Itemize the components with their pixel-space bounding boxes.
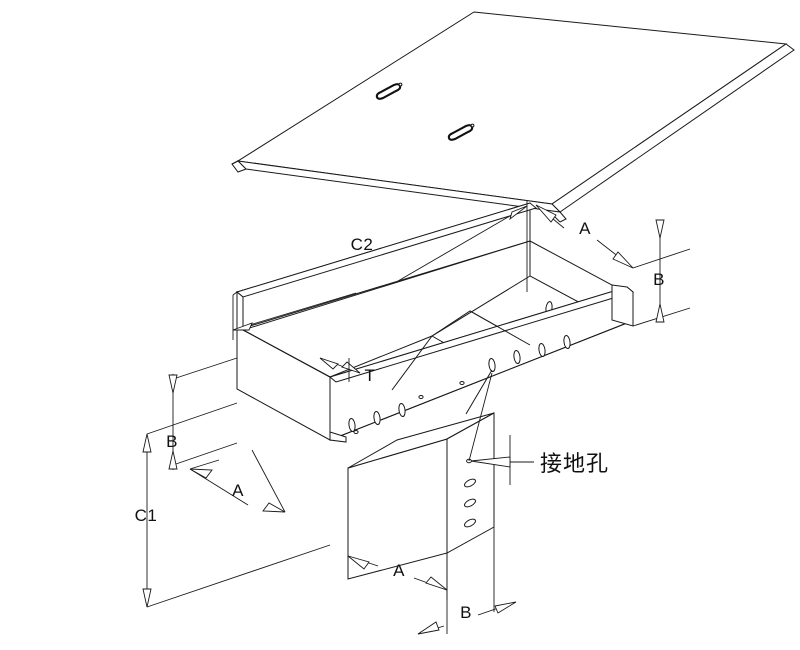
tray-right-end-face [611,284,634,327]
a-left-dim-line-2 [251,449,286,513]
c1-arrow-top [142,433,152,453]
t-label: T [365,366,376,385]
c2-dim-line [232,292,357,331]
front-wall-slot [373,410,381,426]
grounding-hole-arrow [470,456,511,468]
b-left-ext-top [172,357,238,380]
b-branch-arrow-end [494,601,517,614]
a-left-arrow-start [189,468,213,479]
dimension-annotations: C2 C1 B A [135,200,691,635]
c2-label: C2 [351,235,374,254]
dimension-a-branch: A [347,468,448,600]
dimension-b-right: B [632,219,691,327]
t-arrow-upper [319,357,339,370]
branch-upper-transition [469,310,531,346]
b-left-arrow-bottom [168,450,178,470]
cover-left-lip-edge [231,160,239,165]
a-left-label: A [232,481,244,500]
front-wall-round-hole [353,430,359,434]
a-top-right-arrow-end [612,251,634,269]
annotation-grounding-hole: 接地孔 [468,372,609,485]
dimension-b-left: B [166,357,238,470]
dimension-c2: C2 [232,200,528,340]
branch-side-slot-group [464,458,476,528]
b-right-arrow-bottom [655,303,665,323]
front-wall-slot [513,349,521,365]
tray-body [235,202,635,443]
front-wall-slot [348,417,356,433]
c1-arrow-bottom [142,588,152,608]
dimension-c1: C1 [135,402,331,608]
b-right-ext-top [632,248,691,269]
b-left-ext-bottom [172,442,238,466]
dimension-a-left-front: A [189,449,286,513]
branch-side-slot [464,478,476,488]
a-left-arrow-end [262,502,286,513]
cover-right-lip-edge [559,211,567,223]
front-wall-round-hole [459,381,465,385]
a-branch-arrow-end [425,576,448,591]
branch-outlet [347,412,495,580]
front-wall-slot [538,342,546,358]
front-wall-slot [488,357,496,373]
b-branch-arrow-start [417,621,440,635]
b-left-arrow-top [168,374,178,394]
front-wall-slot-group [348,334,571,434]
a-top-right-arrow-start [535,204,557,223]
a-left-dim-line [189,459,220,470]
front-wall-round-hole [418,395,424,399]
c1-ext-bottom [146,544,331,608]
a-top-right-label: A [579,219,591,238]
branch-side-slot [464,498,476,508]
b-right-label: B [653,270,665,289]
b-right-arrow-top [655,219,665,239]
dimension-a-top-right: A [535,204,634,269]
c2-arrow-left [232,322,253,331]
handle-slot-1-pin [398,82,403,87]
branch-transition-edge-left [391,335,433,391]
c2-arrow-right [509,205,528,221]
cover-plate [231,11,795,223]
cover-handle-slot-1 [375,82,403,100]
a-branch-label: A [393,561,405,580]
c1-ext-top [146,402,238,435]
grounding-hole-leader-upper [468,372,493,462]
a-branch-arrow-start [347,555,370,570]
c2-dim-line-2 [397,205,528,282]
t-arrow-lower [341,361,361,374]
dimension-b-branch: B [417,527,517,635]
front-wall-slot [398,402,406,418]
handle-slot-2-pin [470,123,475,128]
branch-transition-edge-right [465,369,493,415]
dimension-t-thickness: T [319,357,376,385]
front-wall-slot [563,334,571,350]
tray-front-flange-tab [329,431,347,443]
a-left-dim-line-3 [189,468,249,506]
c2-ext-left [232,291,238,296]
cover-handle-slot-2 [447,123,475,141]
b-left-label: B [166,432,178,451]
c1-label: C1 [135,506,158,525]
b-branch-label: B [460,603,472,622]
branch-side-slot [464,518,476,528]
grounding-hole-label: 接地孔 [540,452,609,477]
tray-left-end-inner-edge [242,329,331,378]
